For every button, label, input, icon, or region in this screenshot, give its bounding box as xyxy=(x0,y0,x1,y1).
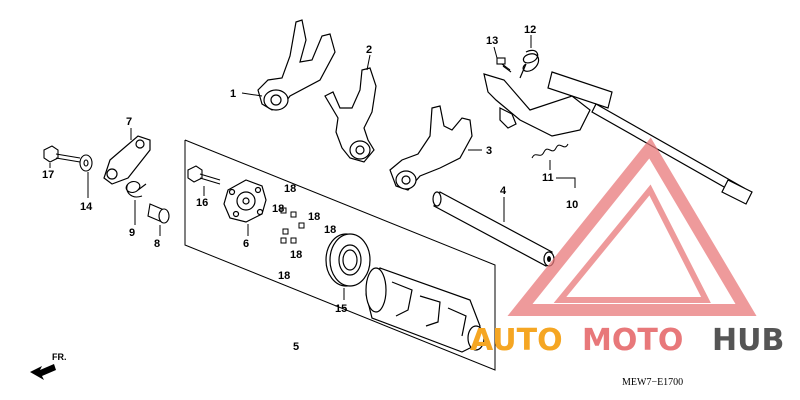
drum-assembly-bracket xyxy=(184,139,496,371)
callout-3: 3 xyxy=(486,145,492,157)
gearshift-spindle xyxy=(483,71,753,205)
callout-6: 6 xyxy=(243,238,249,250)
callout-18-f: 18 xyxy=(278,270,290,282)
front-direction-label: FR. xyxy=(52,352,67,362)
callout-18-c: 18 xyxy=(308,211,320,223)
callout-13: 13 xyxy=(486,35,498,47)
callout-15: 15 xyxy=(335,303,347,315)
callout-5: 5 xyxy=(293,341,299,353)
stopper-arm xyxy=(103,135,151,185)
drum-pins xyxy=(280,207,305,244)
callout-18-e: 18 xyxy=(290,249,302,261)
callout-2: 2 xyxy=(366,44,372,56)
automotohub-watermark: AUTO MOTO HUB xyxy=(470,137,784,358)
callout-11: 11 xyxy=(542,172,554,184)
callout-16: 16 xyxy=(196,197,208,209)
callout-9: 9 xyxy=(129,227,135,239)
drum-center xyxy=(223,179,267,223)
shift-fork-3 xyxy=(389,105,473,191)
bolt-13 xyxy=(496,57,512,73)
callout-1: 1 xyxy=(230,88,236,100)
shift-fork-1 xyxy=(257,19,336,111)
shift-fork-2 xyxy=(324,67,377,163)
collar-8 xyxy=(147,203,170,224)
callout-4: 4 xyxy=(500,185,507,197)
washer-14 xyxy=(79,154,93,172)
bearing-15 xyxy=(325,233,371,287)
callout-8: 8 xyxy=(154,238,160,250)
figure-code: MEW7−E1700 xyxy=(622,377,683,388)
shift-drum xyxy=(365,267,485,353)
watermark-word-hub: HUB xyxy=(712,323,784,358)
front-direction-arrow xyxy=(30,364,56,380)
bolt-17 xyxy=(43,145,81,163)
return-spring xyxy=(519,49,540,79)
fork-shaft xyxy=(432,191,555,267)
bolt-16 xyxy=(187,165,221,185)
watermark-word-moto: MOTO xyxy=(582,323,683,358)
spring-9 xyxy=(125,181,147,198)
callout-18-d: 18 xyxy=(324,224,336,236)
callout-17: 17 xyxy=(42,169,54,181)
callout-10: 10 xyxy=(566,199,578,211)
callout-18-a: 18 xyxy=(284,183,296,195)
callout-12: 12 xyxy=(524,24,536,36)
watermark-word-auto: AUTO xyxy=(470,323,563,358)
callout-7: 7 xyxy=(126,116,132,128)
spring-11 xyxy=(531,143,569,159)
callout-18-b: 18 xyxy=(272,203,284,215)
callout-14: 14 xyxy=(80,201,93,213)
